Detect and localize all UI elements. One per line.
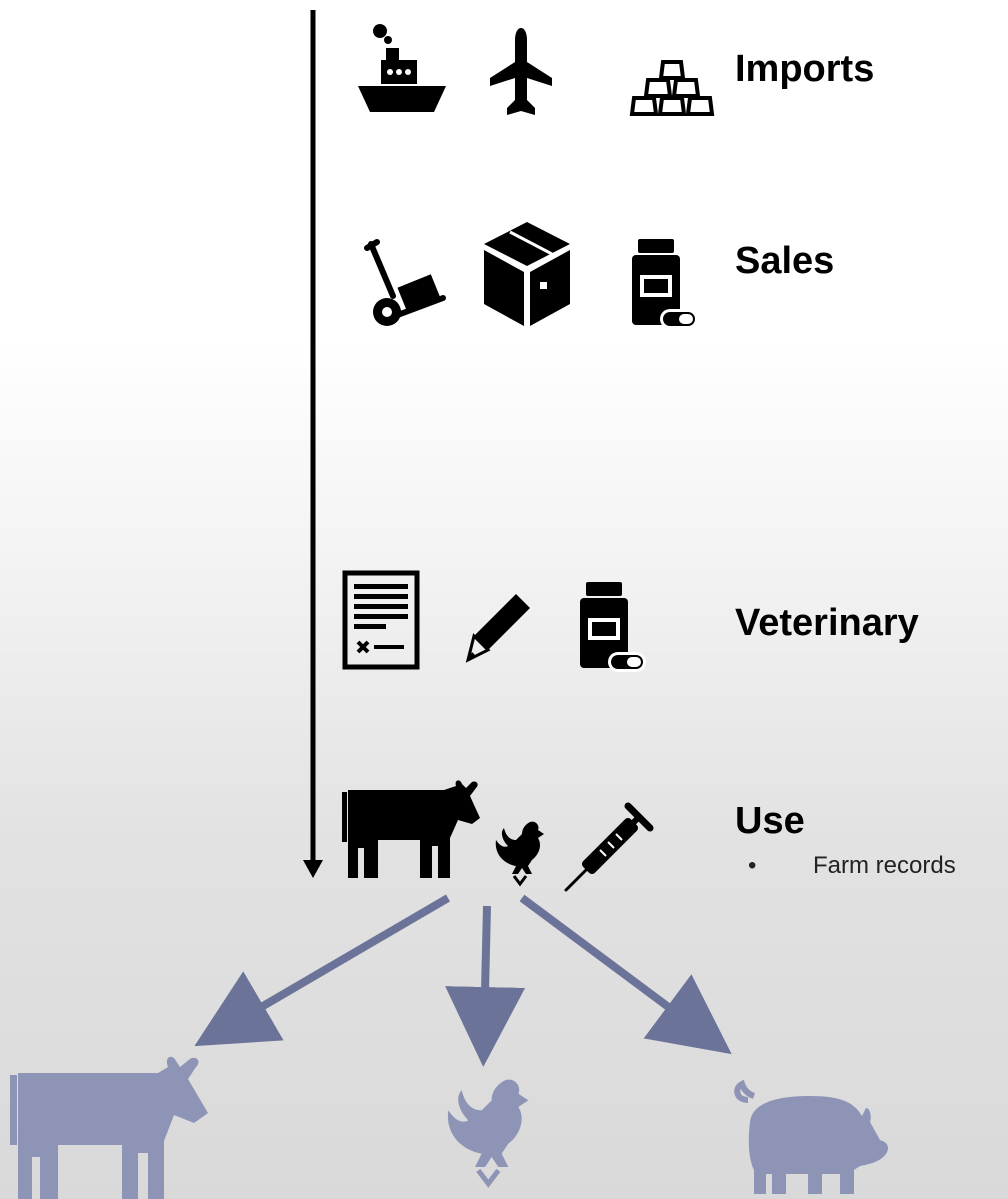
rooster-icon <box>495 821 544 887</box>
medicine-bottle-icon-vet <box>580 582 646 672</box>
arrow-to-rooster <box>445 905 526 1067</box>
bottom-pig-icon <box>734 1079 888 1194</box>
arrow-to-cow <box>194 894 451 1047</box>
prescription-document-icon <box>342 570 420 670</box>
sales-label: Sales <box>735 240 835 282</box>
cow-icon <box>342 780 480 878</box>
hand-truck-icon <box>364 239 446 326</box>
bottom-cow-icon <box>10 1056 208 1199</box>
imports-label: Imports <box>735 48 875 90</box>
airplane-icon <box>490 28 552 115</box>
bullet-farm-records: Farm records <box>813 852 956 879</box>
use-label: Use <box>735 800 805 842</box>
veterinary-label: Veterinary <box>735 602 919 644</box>
syringe-icon <box>564 802 654 892</box>
pencil-icon <box>465 594 530 663</box>
bottom-rooster-icon <box>447 1079 529 1188</box>
ship-icon <box>358 24 446 112</box>
arrow-to-pig <box>519 894 732 1055</box>
stacked-boxes-icon <box>629 60 715 116</box>
bullet-marker: • <box>748 852 757 879</box>
package-box-icon <box>484 222 570 326</box>
medicine-bottle-icon <box>632 239 698 329</box>
